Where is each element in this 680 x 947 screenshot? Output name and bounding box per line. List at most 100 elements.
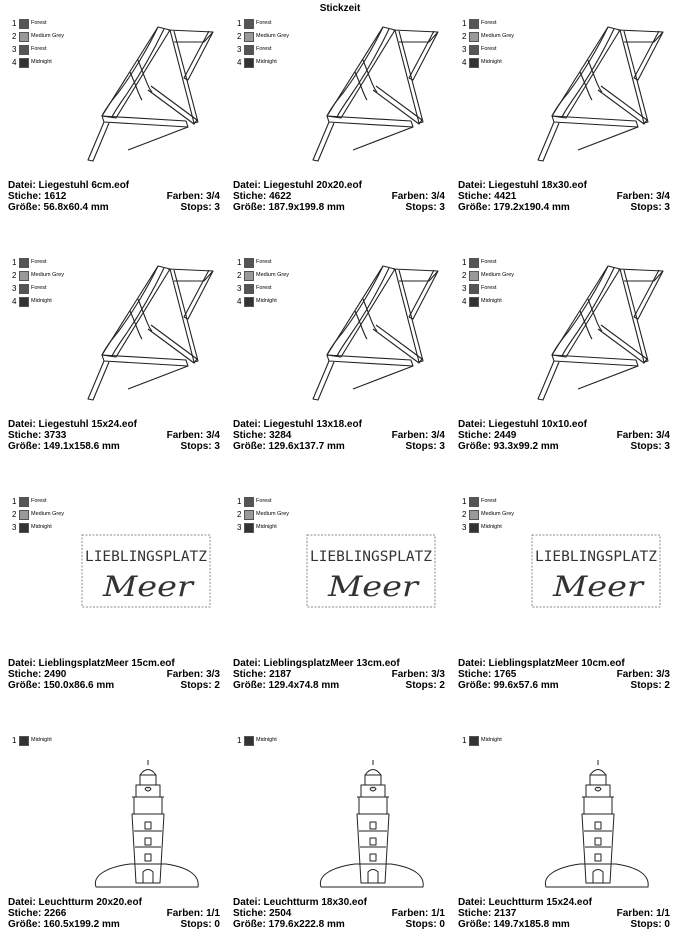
color-name: Midnight xyxy=(256,58,277,65)
design-size: Größe: 56.8x60.4 mm xyxy=(8,202,109,213)
design-text-line2: Meer xyxy=(102,570,195,603)
color-swatch xyxy=(244,283,254,294)
design-size: Größe: 160.5x199.2 mm xyxy=(8,919,120,930)
color-name: Midnight xyxy=(256,297,277,304)
color-swatch xyxy=(469,270,479,281)
file-name: Datei: LieblingsplatzMeer 10cm.eof xyxy=(458,658,625,669)
color-name: Medium Grey xyxy=(31,271,65,278)
color-swatch xyxy=(469,31,479,42)
design-preview xyxy=(544,760,649,888)
color-swatch xyxy=(469,509,479,520)
color-swatch xyxy=(244,509,254,520)
design-preview: LIEBLINGSPLATZ Meer xyxy=(306,534,436,608)
color-legend-item: 1 Forest xyxy=(237,17,289,30)
color-swatch xyxy=(19,31,29,42)
stop-count: Stops: 0 xyxy=(630,919,670,930)
color-number: 1 xyxy=(237,497,242,506)
color-name: Forest xyxy=(481,258,497,265)
color-number: 1 xyxy=(12,258,17,267)
stop-count: Stops: 3 xyxy=(405,441,445,452)
color-swatch xyxy=(469,257,479,268)
file-name: Datei: Leuchtturm 20x20.eof xyxy=(8,897,142,908)
color-legend-item: 2 Medium Grey xyxy=(462,30,514,43)
stitch-count: Stiche: 3733 xyxy=(8,430,67,441)
file-name: Datei: Liegestuhl 18x30.eof xyxy=(458,180,587,191)
color-number: 1 xyxy=(462,736,467,745)
color-name: Midnight xyxy=(481,523,502,530)
color-name: Midnight xyxy=(481,58,502,65)
color-name: Forest xyxy=(31,19,47,26)
color-name: Midnight xyxy=(481,736,502,743)
color-name: Midnight xyxy=(31,523,52,530)
design-preview xyxy=(537,265,664,401)
design-text-line1: LIEBLINGSPLATZ xyxy=(310,549,432,565)
color-number: 3 xyxy=(462,284,467,293)
stop-count: Stops: 3 xyxy=(180,441,220,452)
design-text-line2: Meer xyxy=(327,570,420,603)
color-swatch xyxy=(244,257,254,268)
stop-count: Stops: 3 xyxy=(180,202,220,213)
stitch-count: Stiche: 2490 xyxy=(8,669,67,680)
file-name: Datei: Liegestuhl 6cm.eof xyxy=(8,180,130,191)
color-name: Forest xyxy=(31,258,47,265)
color-count: Farben: 1/1 xyxy=(616,908,670,919)
color-name: Medium Grey xyxy=(481,510,515,517)
stop-count: Stops: 2 xyxy=(180,680,220,691)
color-number: 2 xyxy=(237,32,242,41)
color-swatch xyxy=(469,735,479,746)
color-swatch xyxy=(19,44,29,55)
color-number: 1 xyxy=(462,258,467,267)
color-name: Medium Grey xyxy=(31,510,65,517)
color-number: 4 xyxy=(237,58,242,67)
color-swatch xyxy=(469,283,479,294)
color-number: 2 xyxy=(462,32,467,41)
color-name: Midnight xyxy=(256,736,277,743)
stitch-count: Stiche: 1765 xyxy=(458,669,517,680)
color-name: Midnight xyxy=(256,523,277,530)
color-swatch xyxy=(244,18,254,29)
color-count: Farben: 1/1 xyxy=(391,908,445,919)
file-name: Datei: Liegestuhl 13x18.eof xyxy=(233,419,362,430)
color-number: 1 xyxy=(237,19,242,28)
color-name: Medium Grey xyxy=(481,32,515,39)
design-size: Größe: 149.1x158.6 mm xyxy=(8,441,120,452)
stitch-count: Stiche: 1612 xyxy=(8,191,67,202)
color-number: 3 xyxy=(12,523,17,532)
color-swatch xyxy=(469,57,479,68)
color-swatch xyxy=(244,57,254,68)
color-number: 2 xyxy=(12,32,17,41)
file-name: Datei: Leuchtturm 15x24.eof xyxy=(458,897,592,908)
stop-count: Stops: 3 xyxy=(630,202,670,213)
color-number: 1 xyxy=(12,736,17,745)
design-preview xyxy=(537,26,664,162)
file-name: Datei: LieblingsplatzMeer 15cm.eof xyxy=(8,658,175,669)
design-size: Größe: 179.6x222.8 mm xyxy=(233,919,345,930)
color-name: Forest xyxy=(256,19,272,26)
color-number: 4 xyxy=(12,297,17,306)
